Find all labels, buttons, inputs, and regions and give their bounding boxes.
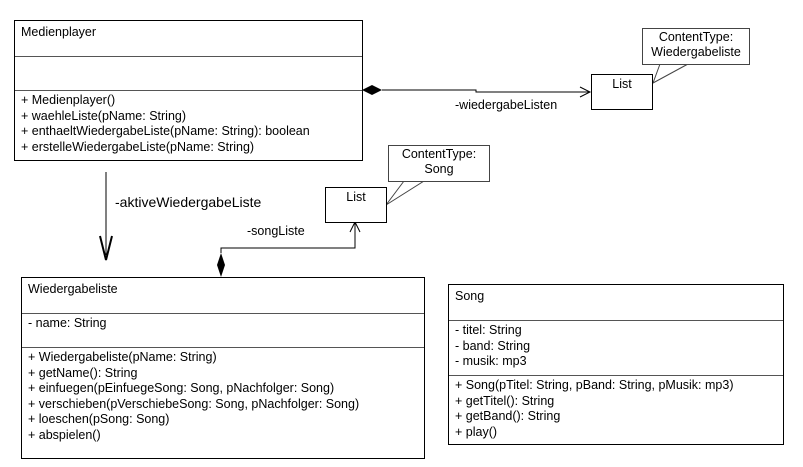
composition-diamond-wiedergabeliste: [217, 253, 225, 277]
methods-section: + Wiedergabeliste(pName: String) + getNa…: [22, 347, 424, 445]
method: + enthaeltWiedergabeListe(pName: String)…: [21, 124, 310, 138]
note-line: Wiedergabeliste: [651, 45, 741, 59]
method: + Wiedergabeliste(pName: String): [28, 350, 217, 364]
note-line: Song: [424, 162, 454, 176]
class-wiedergabeliste[interactable]: Wiedergabeliste - name: String + Wiederg…: [21, 277, 425, 459]
composition-diamond-medienplayer: [362, 85, 382, 95]
method: + getTitel(): String: [455, 393, 555, 408]
label-aktive-wiedergabeliste: -aktiveWiedergabeListe: [115, 194, 262, 210]
class-name: Song: [455, 289, 485, 303]
method: + verschieben(pVerschiebeSong: Song, pNa…: [28, 396, 360, 411]
label-songliste: -songListe: [247, 224, 305, 238]
note-line: ContentType:: [401, 147, 477, 161]
method: + getName(): String: [28, 365, 138, 380]
class-song[interactable]: Song - titel: String - band: String - mu…: [448, 284, 784, 445]
class-name: Wiedergabeliste: [28, 282, 118, 296]
method: + loeschen(pSong: Song): [28, 412, 170, 426]
list-name: List: [346, 190, 366, 204]
attributes-section: - titel: String - band: String - musik: …: [449, 320, 783, 375]
note-pointer-list2: [385, 180, 426, 206]
list-box-wiedergabelisten[interactable]: List: [591, 74, 653, 110]
class-medienplayer[interactable]: Medienplayer + Medienplayer() + waehleLi…: [14, 20, 363, 161]
attribute: - name: String: [28, 316, 107, 330]
association-line-songliste: [220, 223, 356, 253]
association-line-wiedergabelisten: [382, 89, 590, 93]
attributes-section: - name: String: [22, 313, 424, 347]
label-wiedergabelisten: -wiedergabeListen: [455, 98, 558, 112]
method: + abspielen(): [28, 427, 101, 442]
attribute: - band: String: [455, 338, 531, 353]
open-arrowhead-wiedergabeliste: [99, 235, 113, 261]
method: + Medienplayer(): [21, 93, 116, 107]
methods-section: + Medienplayer() + waehleListe(pName: St…: [15, 90, 362, 157]
method: + getBand(): String: [455, 409, 561, 423]
note-pointer-list1: [652, 63, 689, 85]
attribute: - titel: String: [455, 323, 522, 337]
class-name: Medienplayer: [21, 25, 97, 39]
note-line: ContentType:: [658, 30, 734, 44]
method: + play(): [455, 424, 498, 439]
method: + einfuegen(pEinfuegeSong: Song, pNachfo…: [28, 381, 335, 395]
method: + Song(pTitel: String, pBand: String, pM…: [455, 378, 734, 392]
open-arrowhead-list1: [579, 86, 592, 98]
list-box-songliste[interactable]: List: [325, 187, 387, 223]
methods-section: + Song(pTitel: String, pBand: String, pM…: [449, 375, 783, 442]
attribute: - musik: mp3: [455, 354, 527, 368]
method: + waehleListe(pName: String): [21, 108, 187, 123]
method: + erstelleWiedergabeListe(pName: String): [21, 139, 255, 154]
attributes-section: [15, 56, 362, 90]
note-contenttype-wiedergabeliste: ContentType: Wiedergabeliste: [642, 28, 750, 65]
list-name: List: [612, 77, 632, 91]
note-contenttype-song: ContentType: Song: [388, 145, 490, 182]
